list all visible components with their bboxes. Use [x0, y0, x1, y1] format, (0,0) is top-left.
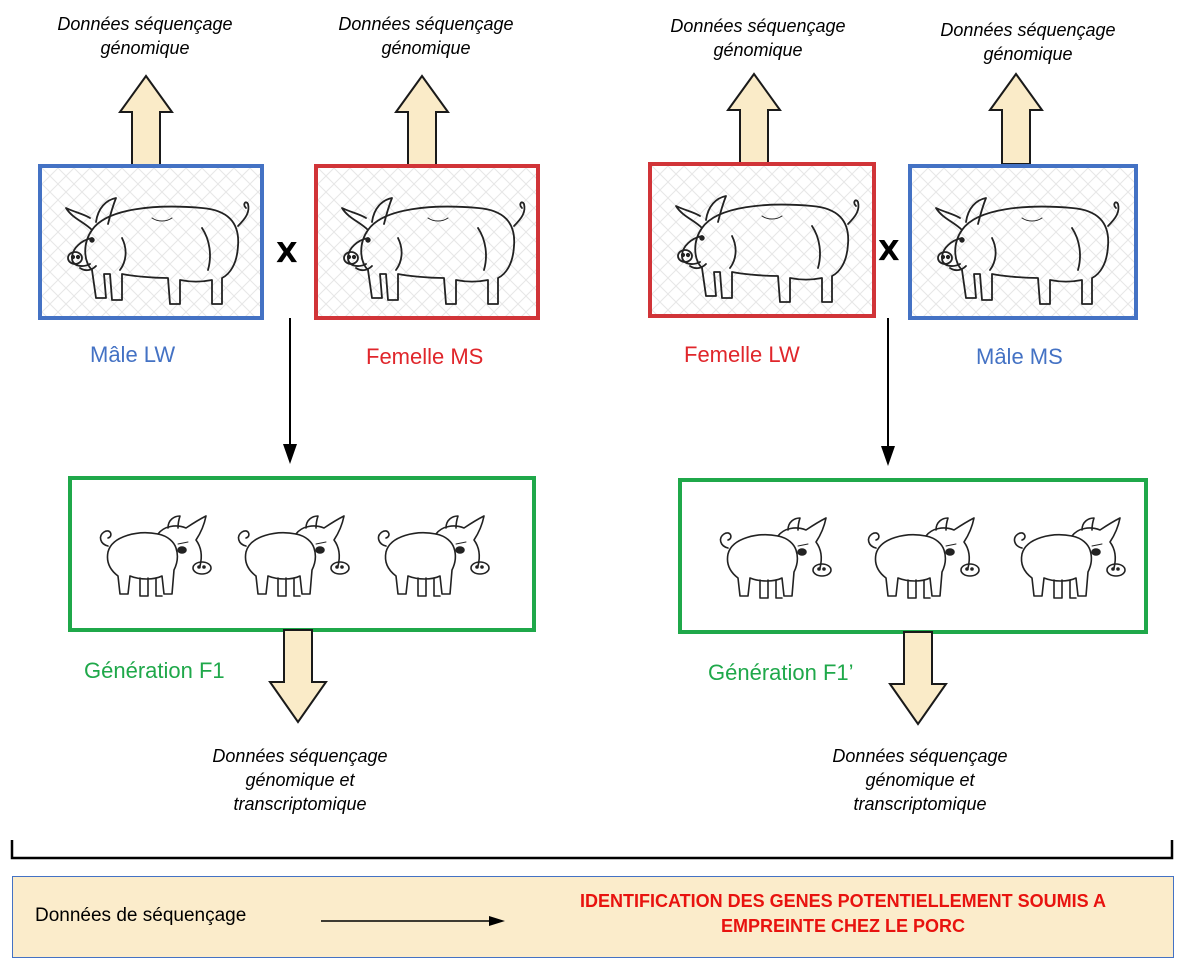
top-label-male-lw: Données séquençage génomique	[57, 14, 233, 58]
block-arrow-down-icon	[269, 629, 327, 723]
adult-pig-icon	[318, 168, 536, 316]
label-generation-f1-prime: Génération F1’	[708, 660, 854, 685]
adult-pig-icon	[912, 168, 1134, 316]
generation-box-f1-prime	[678, 478, 1148, 634]
arrow-down-left	[283, 318, 297, 464]
parent-box-male-lw	[38, 164, 264, 320]
piglet-icon	[867, 517, 980, 599]
block-arrow-up-icon	[989, 73, 1043, 165]
bracket	[10, 840, 1174, 860]
label-generation-f1: Génération F1	[84, 658, 225, 683]
label-male-ms: Mâle MS	[976, 344, 1063, 369]
top-label-femelle-lw: Données séquençage génomique	[670, 16, 846, 60]
generation-box-f1	[68, 476, 536, 632]
top-label-femelle-ms: Données séquençage génomique	[338, 14, 514, 58]
block-arrow-up-icon	[395, 75, 449, 167]
block-arrow-up-icon	[727, 73, 781, 165]
label-femelle-ms: Femelle MS	[366, 344, 484, 369]
parent-box-femelle-ms	[314, 164, 540, 320]
piglet-icon	[99, 515, 212, 597]
bottom-label-f1: Données séquençage génomique et transcri…	[212, 746, 388, 814]
cross-symbol-right: X	[878, 234, 900, 267]
adult-pig-icon	[42, 168, 260, 316]
adult-pig-icon	[652, 166, 872, 314]
piglet-icon	[377, 515, 490, 597]
parent-box-male-ms	[908, 164, 1138, 320]
label-femelle-lw: Femelle LW	[684, 342, 800, 367]
block-arrow-up-icon	[119, 75, 173, 167]
arrow-down-right	[881, 318, 895, 466]
parent-box-femelle-lw	[648, 162, 876, 318]
piglet-icon	[237, 515, 350, 597]
block-arrow-down-icon	[889, 631, 947, 725]
summary-result-text: IDENTIFICATION DES GENES POTENTIELLEMENT…	[579, 891, 1107, 936]
arrow-right	[321, 916, 505, 926]
piglet-icon	[1013, 517, 1126, 599]
summary-panel: Données de séquençage IDENTIFICATION DES…	[12, 876, 1174, 958]
top-label-male-ms: Données séquençage génomique	[940, 20, 1116, 64]
summary-left-text: Données de séquençage	[35, 905, 247, 926]
cross-symbol-left: X	[276, 236, 298, 269]
piglet-icon	[719, 517, 832, 599]
label-male-lw: Mâle LW	[90, 342, 176, 367]
bottom-label-f1-prime: Données séquençage génomique et transcri…	[832, 746, 1008, 814]
